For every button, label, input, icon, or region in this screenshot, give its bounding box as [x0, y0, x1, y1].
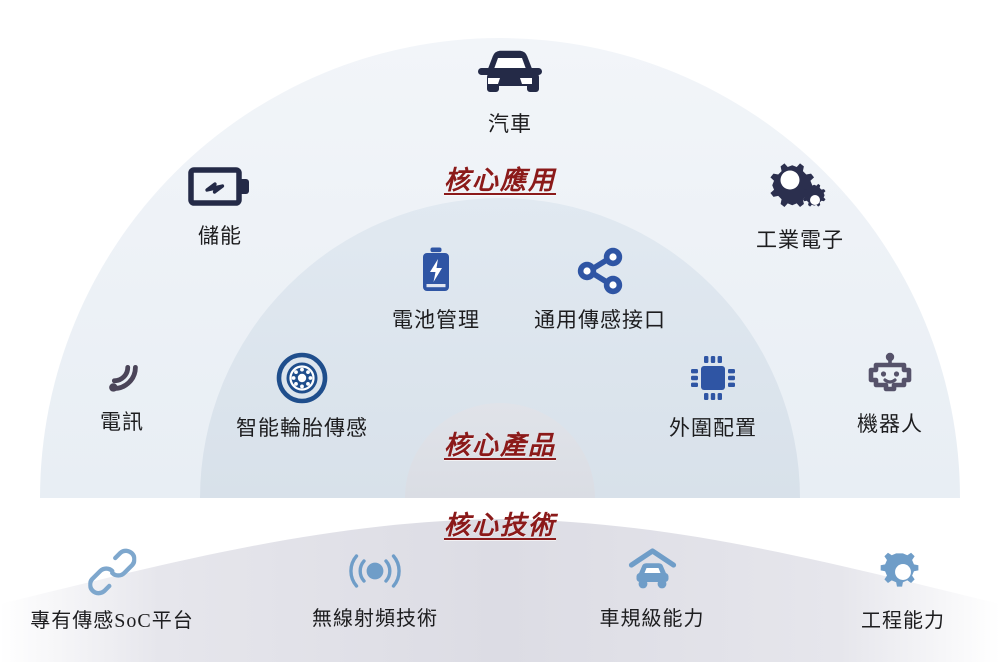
item-smart-tire-sensing[interactable]: 智能輪胎傳感: [236, 352, 368, 442]
band-core-center: [405, 403, 595, 498]
item-universal-sensor-interface[interactable]: 通用傳感接口: [534, 246, 666, 334]
item-label: 工業電子: [756, 228, 844, 252]
band-core-technology: [0, 519, 1000, 662]
item-label: 車規級能力: [599, 608, 705, 630]
share-nodes-icon: [534, 246, 666, 296]
item-label: 專有傳感SoC平台: [30, 610, 194, 632]
item-label: 通用傳感接口: [534, 308, 666, 332]
item-automotive-grade-capability[interactable]: 車規級能力: [600, 548, 705, 631]
gears-icon: [756, 158, 844, 216]
item-label: 電池管理: [392, 308, 480, 332]
item-label: 汽車: [488, 112, 532, 136]
chip-icon: [669, 352, 757, 404]
ring-label-core-technology: 核心技術: [443, 511, 557, 540]
ring-label-core-products: 核心產品: [443, 431, 557, 460]
item-industrial-electronics[interactable]: 工業電子: [756, 158, 844, 254]
battery-bolt-icon: [392, 246, 480, 296]
car-garage-icon: [600, 548, 705, 594]
ring-label-core-applications: 核心應用: [443, 166, 557, 195]
band-core-products: [200, 198, 800, 498]
item-proprietary-soc-platform[interactable]: 專有傳感SoC平台: [30, 548, 193, 633]
item-peripheral-configuration[interactable]: 外圍配置: [669, 352, 757, 442]
item-label: 工程能力: [861, 610, 945, 632]
battery-horizontal-bolt-icon: [187, 160, 253, 212]
robot-icon: [857, 352, 923, 400]
item-label: 無線射頻技術: [312, 608, 438, 630]
wifi-signal-icon: [99, 352, 145, 398]
gear-icon: [861, 548, 945, 596]
item-engineering-capability[interactable]: 工程能力: [861, 548, 945, 633]
item-label: 儲能: [198, 224, 242, 248]
rf-broadcast-icon: [312, 548, 438, 594]
item-telecom[interactable]: 電訊: [99, 352, 145, 436]
item-label: 外圍配置: [669, 416, 757, 440]
item-energy-storage[interactable]: 儲能: [187, 160, 253, 250]
item-label: 智能輪胎傳感: [236, 416, 368, 440]
item-automotive[interactable]: 汽車: [474, 48, 546, 138]
item-battery-management[interactable]: 電池管理: [392, 246, 480, 334]
tire-wheel-icon: [236, 352, 368, 404]
item-robotics[interactable]: 機器人: [857, 352, 923, 438]
item-wireless-rf-technology[interactable]: 無線射頻技術: [312, 548, 438, 631]
item-label: 電訊: [100, 410, 144, 434]
car-front-icon: [474, 48, 546, 100]
item-label: 機器人: [857, 412, 923, 436]
chain-link-icon: [30, 548, 193, 596]
